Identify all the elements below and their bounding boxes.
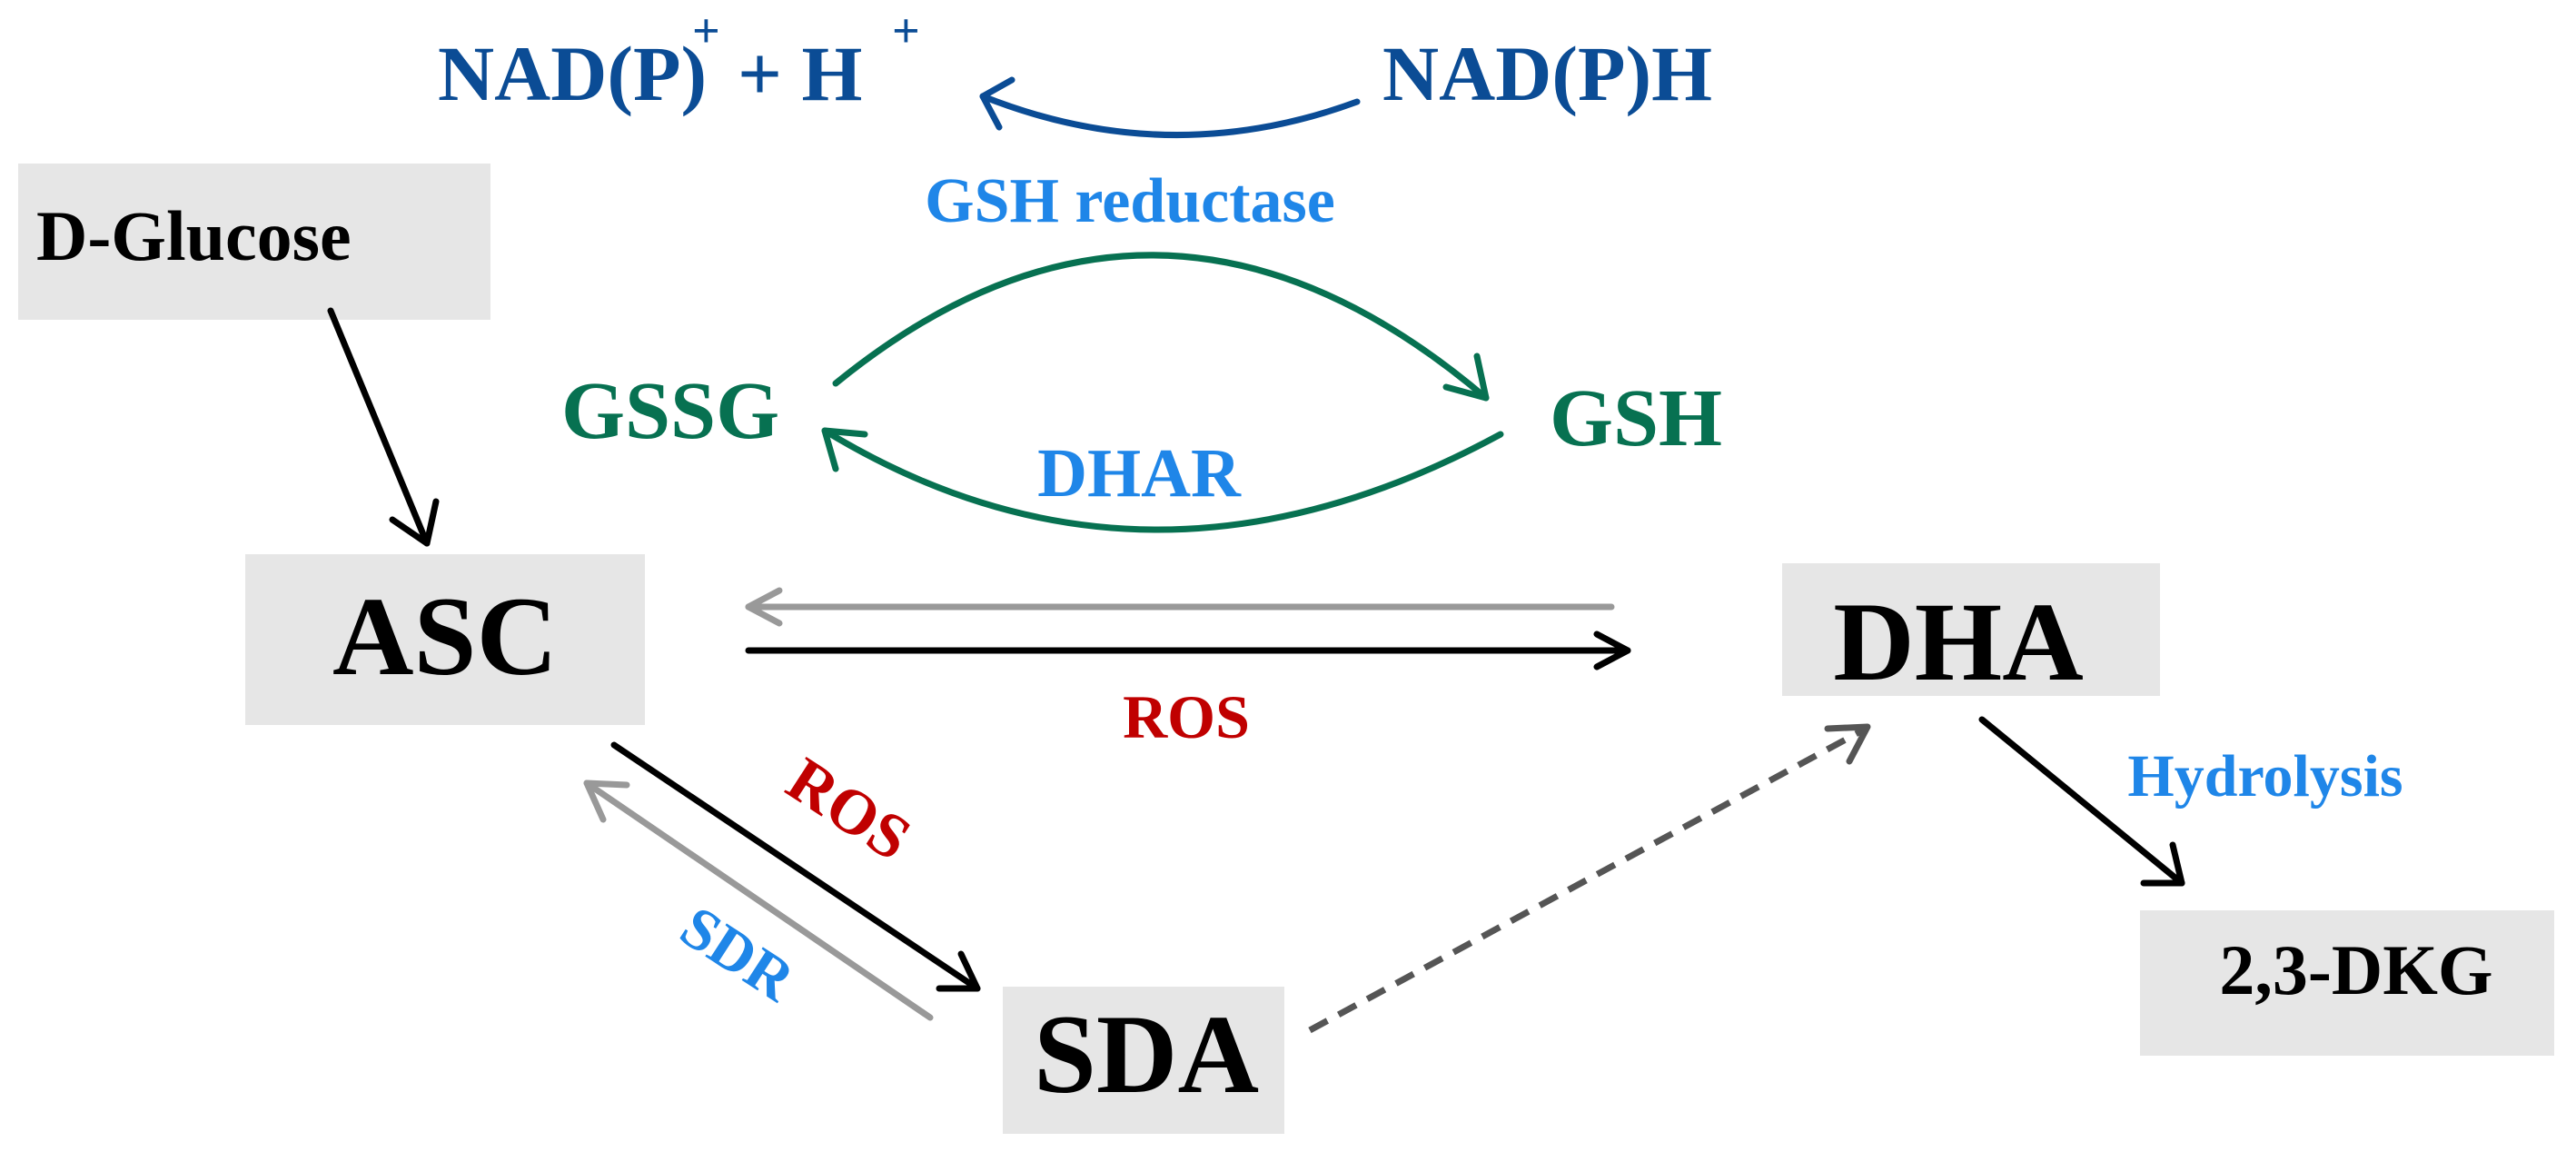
glucose-to-asc-arrowhead (389, 498, 440, 547)
gsh-to-gssg-arrow (821, 427, 1504, 533)
dha-to-asc-arrowhead (745, 587, 783, 627)
nadp-plus-charge: + (692, 4, 720, 58)
dhar-label: DHAR (1037, 435, 1242, 511)
asc-label: ASC (332, 574, 558, 699)
sda-box (1003, 987, 1284, 1134)
sda-to-asc-arrow (583, 780, 934, 1021)
glucose-to-asc-arrow (327, 307, 431, 547)
proton-label: + H (738, 30, 862, 117)
gssg-label: GSSG (561, 366, 779, 456)
sda-to-dha-dashed-arrow (1308, 725, 1868, 1034)
nadph-oxidation-arrowhead (979, 76, 1016, 131)
sda-to-asc-arrowhead (583, 780, 630, 823)
dkg-label: 2,3-DKG (2219, 930, 2492, 1009)
dha-to-dkg-arrowhead (2140, 841, 2185, 887)
sdr-label: SDR (669, 893, 807, 1015)
d-glucose-box (18, 164, 490, 320)
ros-diagonal-label: ROS (775, 745, 923, 875)
asc-box (245, 554, 645, 725)
hydrolysis-label: Hydrolysis (2127, 743, 2403, 809)
ros-horizontal-label: ROS (1123, 682, 1250, 751)
gsh-reductase-label: GSH reductase (925, 166, 1335, 236)
sda-to-dha-dashed-arrowhead (1824, 723, 1871, 765)
gsh-to-gssg-arrowhead (821, 427, 868, 472)
sda-label: SDA (1034, 992, 1259, 1117)
nadph-label: NAD(P)H (1382, 30, 1712, 117)
nadph-oxidation-arrow (979, 93, 1361, 139)
d-glucose-label: D-Glucose (36, 196, 352, 275)
gssg-to-gsh-arrow (832, 252, 1490, 402)
asc-to-sda-arrowhead (936, 950, 981, 992)
proton-charge: + (892, 4, 920, 58)
dha-box (1782, 563, 2160, 696)
dkg-box (2140, 910, 2554, 1056)
dha-label: DHA (1833, 580, 2084, 704)
dha-to-dkg-arrow (1978, 716, 2185, 887)
gsh-label: GSH (1550, 373, 1722, 463)
nadp-plus-label: NAD(P) (438, 30, 707, 117)
gssg-to-gsh-arrowhead (1442, 353, 1490, 402)
asc-to-dha-arrowhead (1593, 631, 1631, 670)
asc-to-sda-arrow (610, 741, 981, 992)
